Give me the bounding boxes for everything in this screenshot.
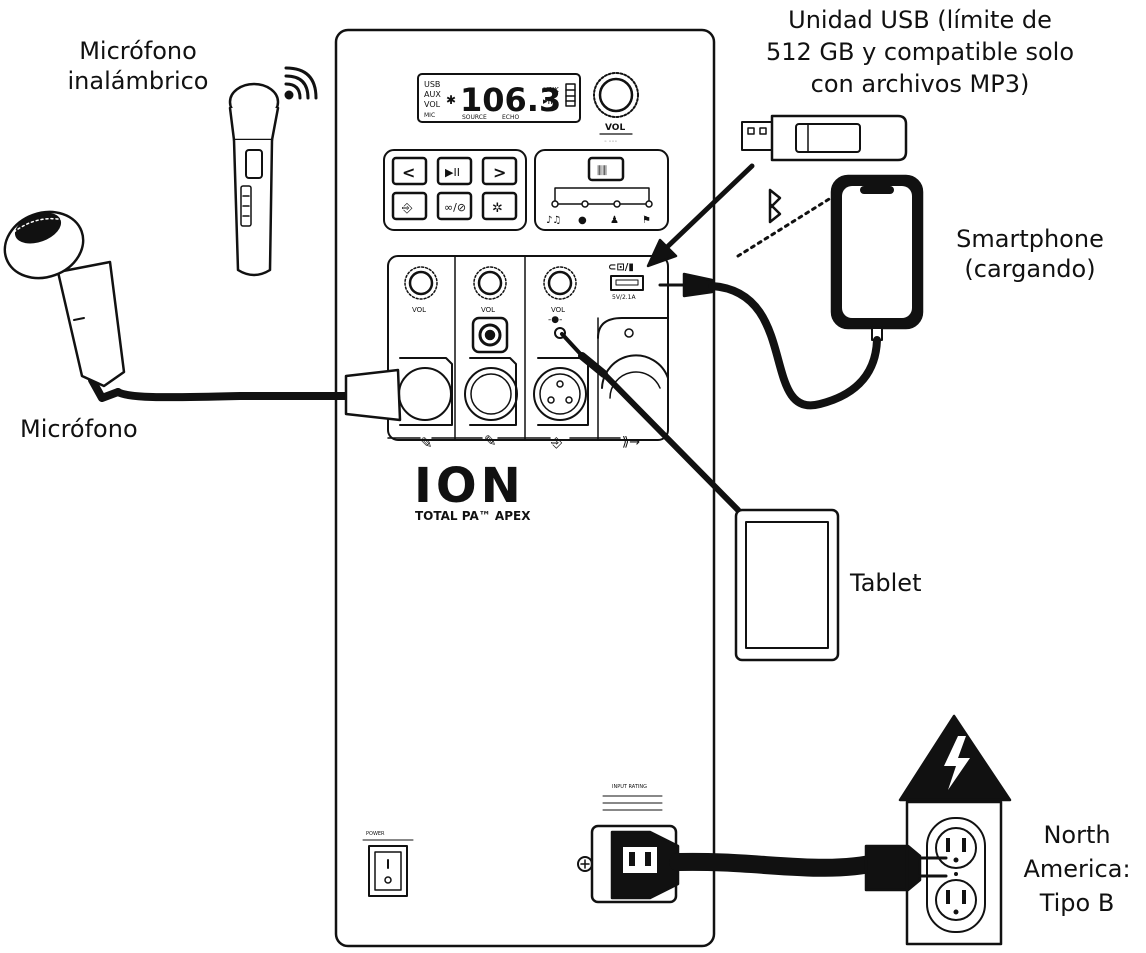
channel1-vol-label: VOL [412,306,426,314]
play-pause-icon: ▶II [445,166,460,179]
display-source-aux: AUX [424,90,441,99]
smartphone-label-line1: Smartphone [956,225,1104,253]
source-icon: ⎆ [402,201,413,216]
wireless-signal-icon [284,66,318,100]
play-pause-indicator-icon: ▸II [543,97,553,107]
usb-arrow [646,163,755,268]
microphone-label: Micrófono [20,415,138,443]
wired-microphone [3,210,402,422]
usb-drive [741,114,908,162]
xlr-output[interactable] [597,317,669,399]
bluetooth-icon: ✱ [446,93,456,107]
group-mode-icon: ● [578,215,587,226]
mic1-icon: ✎ [420,434,433,452]
eq-button[interactable] [587,156,625,182]
aux-input-jack[interactable]: -●- [548,315,566,339]
display-link: LINK [543,86,559,94]
link-icon: ∞/⊘ [444,201,466,214]
aux-icon: -●- [548,315,562,325]
logo-text: ION [414,458,525,514]
ion-logo: ION TOTAL PA™ APEX [414,458,531,523]
usb-label-line2: 512 GB y compatible solo [765,38,1075,66]
power-input-title: INPUT RATING [612,784,647,790]
transport-buttons: < ▶II > ⎆ ∞/⊘ ✲ [383,149,527,231]
next-button[interactable] [481,156,518,186]
display-frequency: 106.3 [460,81,561,119]
channel2-vol-label: VOL [481,306,495,314]
wall-outlet [898,714,1012,946]
usb-rating-label: 5V/2.1A [612,294,636,301]
power-switch-label: POWER [366,831,385,837]
xlr-input-2[interactable] [464,357,518,426]
xlr-input-1[interactable] [398,357,453,426]
outlet-label-line1: North [1043,821,1111,849]
display-source-mic: MIC [424,112,435,119]
mic2-icon: ✎ [484,432,497,450]
quarter-inch-jack[interactable] [471,316,509,354]
channel3-volume-knob[interactable] [543,266,577,300]
smartphone-label-line2: (cargando) [964,255,1096,283]
channel2-volume-knob[interactable] [473,266,507,300]
light-icon: ✲ [492,201,503,216]
wireless-mic-label: Micrófono inalámbrico [48,36,228,96]
main-vol-label: VOL [605,123,625,133]
usb-port-icon: ⊂⊡/▮ [608,262,634,273]
wireless-mic-label-line1: Micrófono [79,37,197,65]
eq-mode-group: ⫼⫼ ♪♫ ● ♟ ⚑ [534,149,669,231]
xlr-input-3[interactable] [533,357,589,426]
display-echo-label: ECHO [502,114,519,121]
speech-mode-icon: ♟ [610,215,619,226]
aux-cable [560,332,741,513]
smartphone-label: Smartphone (cargando) [920,224,1140,284]
prev-button[interactable] [391,156,428,186]
bluetooth-link-icon [736,188,836,258]
light-button[interactable] [481,191,518,221]
usb-drive-label: Unidad USB (límite de 512 GB y compatibl… [720,4,1120,100]
tablet-label: Tablet [850,569,922,597]
usb-label-line1: Unidad USB (límite de [788,6,1052,34]
music-mode-icon: ♪♫ [546,215,561,226]
display-source-label: SOURCE [462,114,487,121]
lightning-icon [944,736,970,790]
usb-port[interactable]: ⊂⊡/▮ 5V/2.1A [608,262,644,301]
smartphone [830,174,924,341]
usb-charging-cable [658,272,881,410]
prev-icon: < [402,163,415,182]
next-icon: > [493,163,506,182]
eq-icon: ⫼⫼ [597,164,607,177]
channel3-vol-label: VOL [551,306,565,314]
line-in-icon: ⎆ [551,435,563,451]
input-panel: VOL VOL VOL -●- [387,255,669,452]
wireless-mic-label-line2: inalámbrico [67,67,209,95]
main-volume-knob[interactable]: VOL ◦ ◦◦◦ [593,72,639,145]
outlet-label-line3: Tipo B [1039,889,1115,917]
power-switch[interactable]: POWER [362,831,414,897]
channel1-volume-knob[interactable] [404,266,438,300]
tablet [734,508,840,662]
play-pause-button[interactable] [436,156,473,186]
link-button[interactable] [436,191,473,221]
outlet-label-line2: America: [1023,855,1131,883]
display-source-vol: VOL [424,100,441,109]
logo-subtext: TOTAL PA™ APEX [415,509,531,523]
line-out-icon: ⟫→ [622,435,640,450]
source-button[interactable] [391,191,428,221]
usb-label-line3: con archivos MP3) [810,70,1030,98]
outlet-label: North America: Tipo B [1012,818,1142,920]
lcd-display: USB AUX VOL MIC ✱ 106.3 LINK ▸II SOURCE … [417,73,581,123]
power-cable [610,830,948,900]
battery-icon [565,83,576,107]
display-source-usb: USB [424,80,440,89]
svg-text:◦ ◦◦◦: ◦ ◦◦◦ [604,139,617,145]
wireless-microphone [228,66,318,277]
user-mode-icon: ⚑ [642,215,651,226]
